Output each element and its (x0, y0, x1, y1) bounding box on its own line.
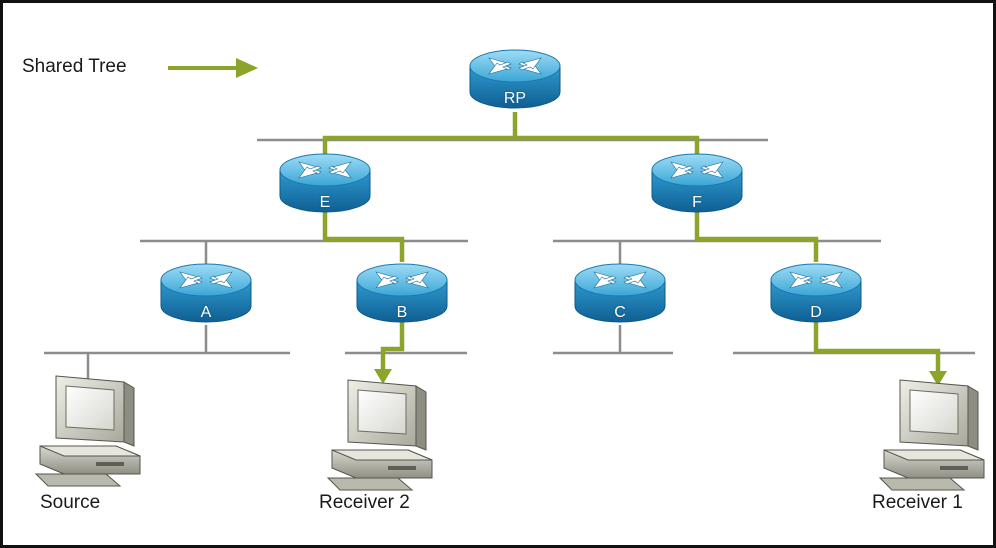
host-label-receiver1: Receiver 1 (872, 492, 963, 513)
shared-tree-path (322, 112, 941, 372)
router-label-rp: RP (503, 90, 527, 107)
router-label-f: F (692, 194, 702, 211)
legend-arrow (168, 58, 258, 78)
router-label-c: C (614, 304, 626, 321)
router-label-a: A (200, 304, 212, 321)
lan-segments (44, 138, 975, 380)
tree-rp-segment (322, 112, 518, 160)
computer-source (35, 375, 141, 487)
tree-f-d (694, 212, 819, 262)
host-label-source: Source (40, 492, 101, 513)
tree-b-receiver2 (380, 322, 405, 370)
tree-rp-f (515, 135, 700, 160)
router-label-b: B (396, 304, 408, 321)
arrowhead-receiver1 (929, 371, 947, 386)
host-label-receiver2: Receiver 2 (319, 492, 410, 513)
computer-receiver2 (327, 379, 433, 491)
router-label-d: D (810, 304, 822, 321)
legend-label: Shared Tree (22, 56, 127, 77)
tree-d-receiver1 (813, 322, 941, 372)
tree-arrowheads (374, 369, 947, 386)
computer-receiver1 (879, 379, 985, 491)
tree-e-b (322, 212, 405, 262)
arrowhead-receiver2 (374, 369, 392, 384)
router-label-e: E (319, 194, 331, 211)
